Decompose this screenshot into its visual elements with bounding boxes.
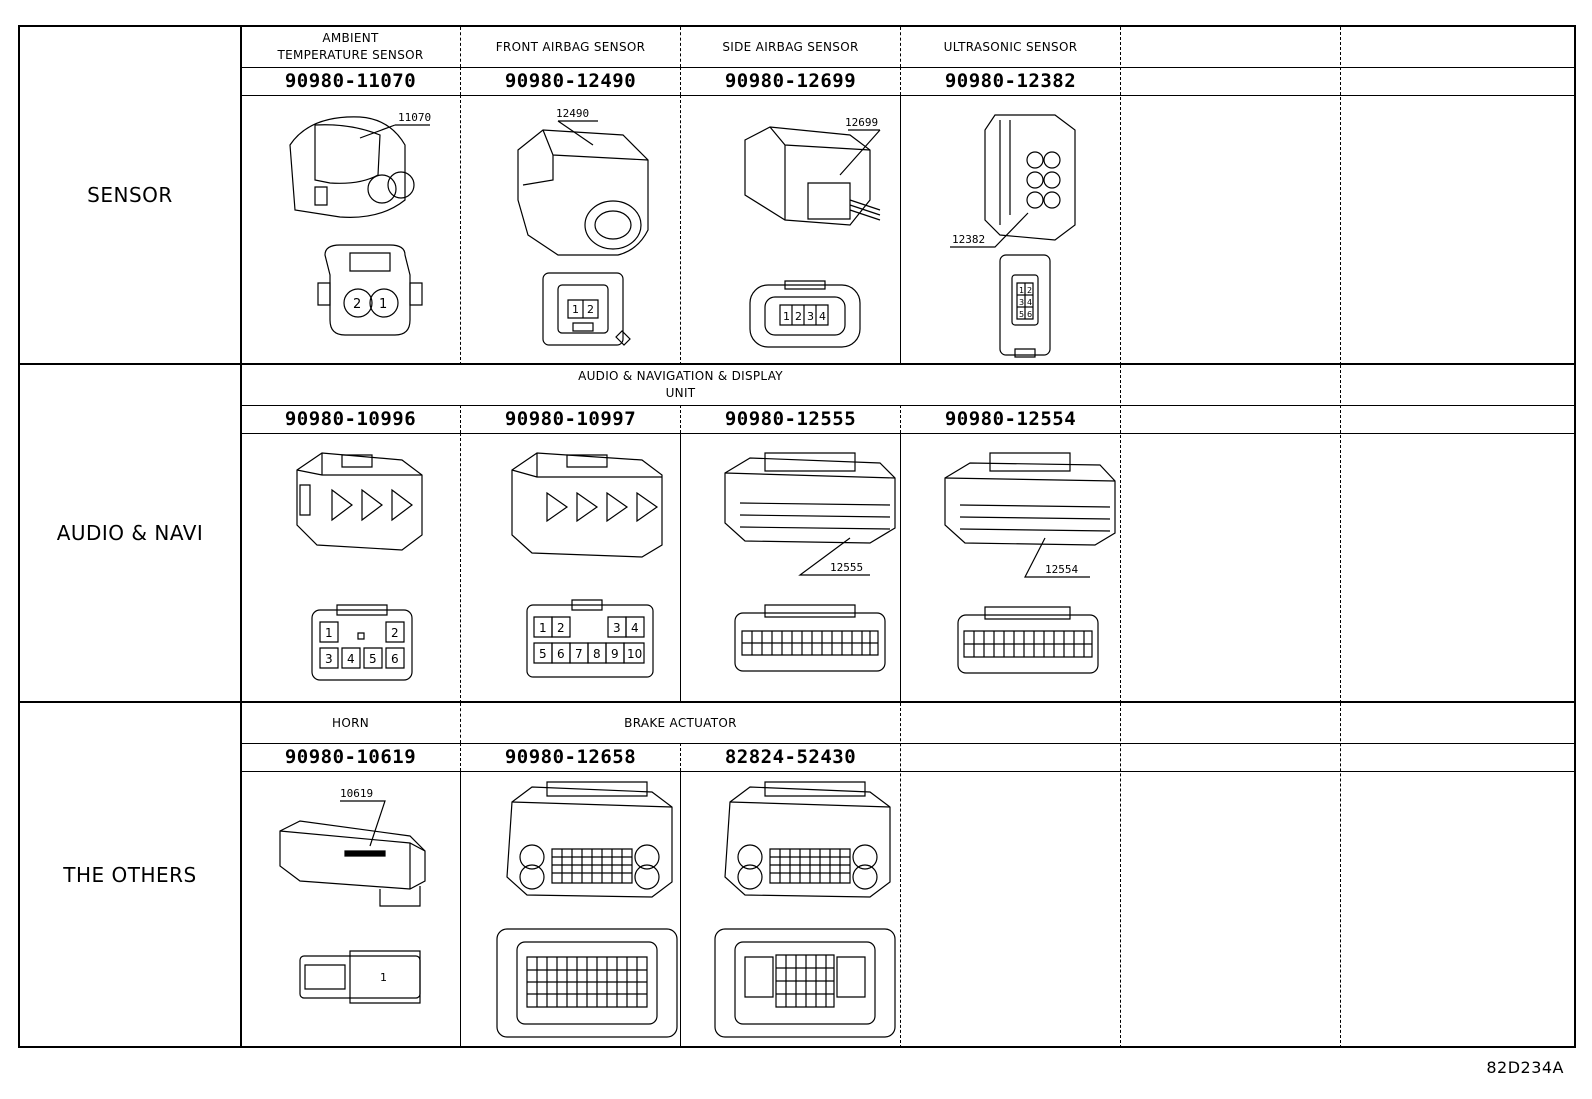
empty-column xyxy=(1340,703,1576,1048)
group-title-brake-actuator: BRAKE ACTUATOR xyxy=(460,703,900,743)
group-title-audio-navigation-display-unit: AUDIO & NAVIGATION & DISPLAY UNIT xyxy=(240,365,1120,405)
svg-text:11070: 11070 xyxy=(398,111,431,124)
connector-table: SENSOR AMBIENT TEMPERATURE SENSOR FRONT … xyxy=(18,25,1576,1048)
brake-actuator-connector-52430-drawing xyxy=(710,777,900,1042)
section-audio-navi: AUDIO & NAVI AUDIO & NAVIGATION & DISPLA… xyxy=(18,363,1576,703)
ambient-temperature-sensor-connector-drawing: 11070 2 1 xyxy=(270,111,431,355)
empty-column xyxy=(1340,365,1576,703)
svg-text:2: 2 xyxy=(587,303,594,316)
side-airbag-sensor-connector-drawing: 12699 1 2 3 4 xyxy=(720,116,890,355)
connector-12554-drawing: 12554 xyxy=(940,443,1120,693)
svg-text:2: 2 xyxy=(1027,286,1032,295)
svg-text:3: 3 xyxy=(613,621,621,635)
svg-text:12490: 12490 xyxy=(556,107,589,120)
svg-text:4: 4 xyxy=(347,652,355,666)
row-label-the-others: THE OTHERS xyxy=(20,703,242,1046)
svg-text:1: 1 xyxy=(379,297,387,312)
svg-text:7: 7 xyxy=(575,647,583,661)
image-cell xyxy=(460,771,680,1048)
empty-column xyxy=(1120,27,1340,365)
empty-column xyxy=(900,703,1120,1048)
part-number: 90980-12658 xyxy=(460,743,680,771)
empty-column xyxy=(1120,703,1340,1048)
reference-code: 82D234A xyxy=(1486,1058,1564,1077)
svg-text:5: 5 xyxy=(539,647,547,661)
svg-text:10619: 10619 xyxy=(340,787,373,800)
svg-text:2: 2 xyxy=(557,621,565,635)
svg-text:1: 1 xyxy=(572,303,579,316)
svg-text:6: 6 xyxy=(391,652,399,666)
image-cell xyxy=(460,95,680,365)
svg-text:2: 2 xyxy=(353,297,361,312)
svg-text:3: 3 xyxy=(1019,298,1024,307)
connector-10997-drawing: 1 2 3 4 5 6 7 8 9 10 xyxy=(492,445,672,695)
col-title-ultrasonic-sensor: ULTRASONIC SENSOR xyxy=(900,27,1120,67)
part-number: 90980-12699 xyxy=(680,67,900,95)
svg-text:6: 6 xyxy=(1027,310,1032,319)
image-cell xyxy=(240,771,460,1048)
col-title-ambient-temperature-sensor: AMBIENT TEMPERATURE SENSOR xyxy=(240,27,460,67)
svg-text:12699: 12699 xyxy=(845,116,878,129)
svg-text:12382: 12382 xyxy=(952,233,985,246)
svg-text:1: 1 xyxy=(1019,286,1024,295)
svg-text:8: 8 xyxy=(593,647,601,661)
empty-column xyxy=(1120,365,1340,703)
svg-text:5: 5 xyxy=(1019,310,1024,319)
image-cell xyxy=(680,95,900,365)
svg-text:5: 5 xyxy=(369,652,377,666)
image-cell xyxy=(680,433,900,703)
brake-actuator-connector-12658-drawing xyxy=(492,777,682,1042)
part-number: 90980-12490 xyxy=(460,67,680,95)
part-number: 90980-12554 xyxy=(900,405,1120,433)
col-title-side-airbag-sensor: SIDE AIRBAG SENSOR xyxy=(680,27,900,67)
image-cell xyxy=(900,95,1120,365)
part-number: 90980-12382 xyxy=(900,67,1120,95)
svg-text:1: 1 xyxy=(325,626,333,640)
svg-text:2: 2 xyxy=(795,310,802,323)
svg-text:4: 4 xyxy=(1027,298,1032,307)
svg-text:1: 1 xyxy=(380,971,387,984)
svg-text:12554: 12554 xyxy=(1045,563,1078,576)
part-number: 90980-10996 xyxy=(240,405,460,433)
section-the-others: THE OTHERS HORN BRAKE ACTUATOR 90980-106… xyxy=(18,701,1576,1048)
part-number: 90980-11070 xyxy=(240,67,460,95)
svg-text:9: 9 xyxy=(611,647,619,661)
front-airbag-sensor-connector-drawing: 12490 1 2 xyxy=(498,107,668,355)
connector-10996-drawing: 1 2 3 4 5 6 xyxy=(282,445,432,695)
image-cell xyxy=(680,771,900,1048)
part-number: 82824-52430 xyxy=(680,743,900,771)
image-cell xyxy=(900,433,1120,703)
row-label-sensor: SENSOR xyxy=(20,27,242,363)
part-number: 90980-12555 xyxy=(680,405,900,433)
part-number: 90980-10619 xyxy=(240,743,460,771)
svg-text:4: 4 xyxy=(819,310,826,323)
section-sensor: SENSOR AMBIENT TEMPERATURE SENSOR FRONT … xyxy=(18,25,1576,365)
image-cell xyxy=(240,433,460,703)
horn-connector-drawing: 10619 1 xyxy=(270,787,440,1031)
col-title-horn: HORN xyxy=(240,703,460,743)
svg-text:6: 6 xyxy=(557,647,565,661)
svg-text:3: 3 xyxy=(807,310,814,323)
ultrasonic-sensor-connector-drawing: 12382 1 2 3 4 5 6 xyxy=(940,105,1110,365)
image-cell xyxy=(460,433,680,703)
svg-text:1: 1 xyxy=(783,310,790,323)
svg-text:4: 4 xyxy=(631,621,639,635)
col-title-front-airbag-sensor: FRONT AIRBAG SENSOR xyxy=(460,27,680,67)
svg-text:2: 2 xyxy=(391,626,399,640)
empty-column xyxy=(1340,27,1576,365)
svg-text:3: 3 xyxy=(325,652,333,666)
svg-text:12555: 12555 xyxy=(830,561,863,574)
svg-text:10: 10 xyxy=(627,647,642,661)
part-number: 90980-10997 xyxy=(460,405,680,433)
svg-text:1: 1 xyxy=(539,621,547,635)
image-cell xyxy=(240,95,460,365)
connector-12555-drawing: 12555 xyxy=(720,443,900,693)
row-label-audio-navi: AUDIO & NAVI xyxy=(20,365,242,701)
